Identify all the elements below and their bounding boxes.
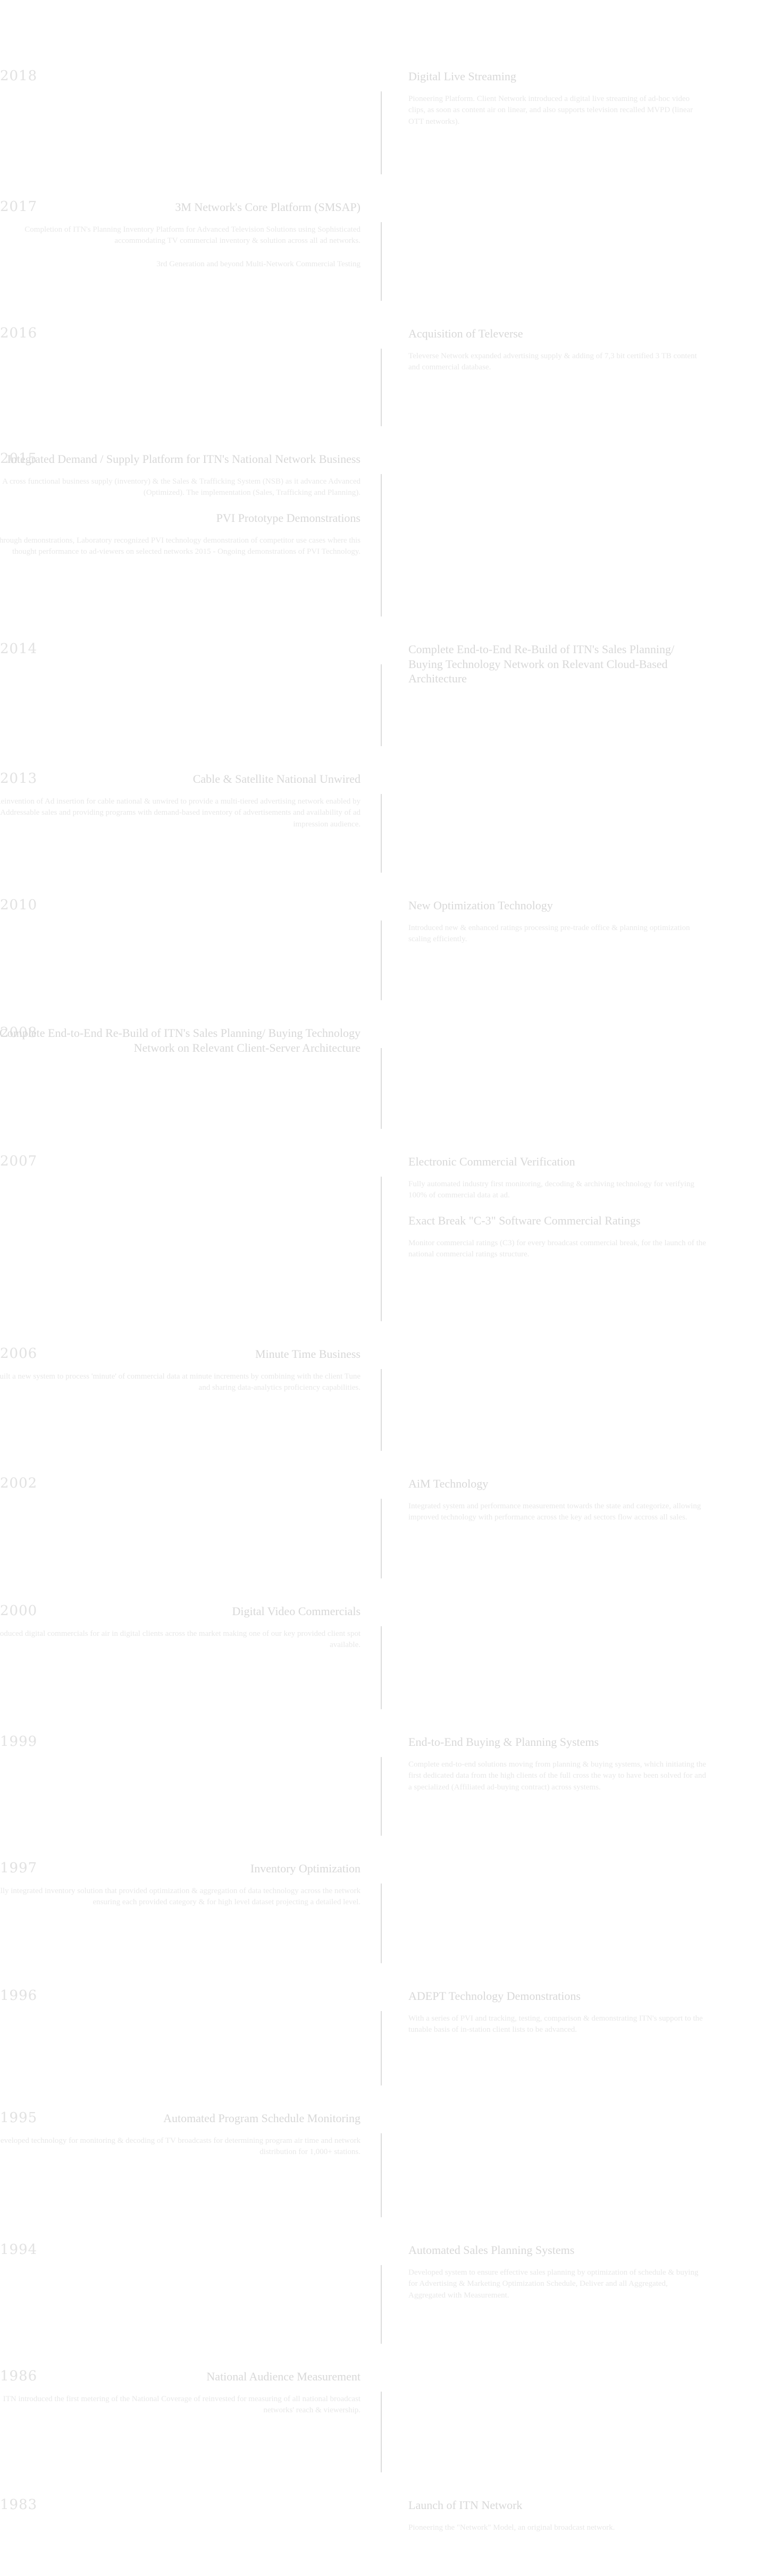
milestone-title: National Audience Measurement bbox=[206, 2370, 361, 2383]
milestone-title: AiM Technology bbox=[408, 1477, 489, 1490]
milestone-title: Launch of ITN Network bbox=[408, 2498, 523, 2512]
milestone-title: New Optimization Technology bbox=[408, 899, 553, 912]
milestone-title: Digital Live Streaming bbox=[408, 70, 516, 83]
milestone-description: Built a new system to process 'minute' o… bbox=[0, 1372, 361, 1392]
timeline-connector-line bbox=[381, 2392, 382, 2472]
timeline-year: 2008 bbox=[0, 1025, 38, 1041]
milestone-description: Introduced new & enhanced ratings proces… bbox=[408, 923, 690, 944]
milestone-description: 3rd Generation and beyond Multi-Network … bbox=[156, 260, 361, 268]
timeline-connector-line bbox=[381, 920, 382, 1000]
timeline-year: 1997 bbox=[0, 1860, 38, 1876]
milestone-title: Complete End-to-End Re-Build of ITN's Sa… bbox=[0, 1026, 361, 1054]
timeline-year: 2017 bbox=[0, 199, 38, 215]
timeline-year: 2018 bbox=[0, 68, 38, 84]
milestone-description: Through demonstrations, Laboratory recog… bbox=[0, 536, 361, 556]
timeline-year: 1999 bbox=[0, 1734, 38, 1750]
timeline-connector-line bbox=[381, 664, 382, 746]
milestone-description: Introduced digital commercials for air i… bbox=[0, 1629, 361, 1650]
timeline-entry: Complete End-to-End Re-Build of ITN's Sa… bbox=[408, 642, 706, 696]
timeline-year: 1994 bbox=[0, 2242, 38, 2258]
timeline-year: 2016 bbox=[0, 325, 38, 341]
timeline-connector-line bbox=[381, 1757, 382, 1836]
timeline-entry: 3M Network's Core Platform (SMSAP) Comple… bbox=[0, 200, 361, 282]
timeline-year: 1996 bbox=[0, 1988, 38, 2004]
milestone-title: Complete End-to-End Re-Build of ITN's Sa… bbox=[408, 643, 675, 685]
milestone-description: Complete end-to-end solutions moving fro… bbox=[408, 1760, 706, 1792]
timeline-year: 2015 bbox=[0, 451, 38, 467]
milestone-title: Inventory Optimization bbox=[250, 1862, 361, 1875]
milestone-description: Integrated system and performance measur… bbox=[408, 1501, 701, 1522]
timeline-year: 1983 bbox=[0, 2497, 38, 2513]
milestone-title: Electronic Commercial Verification bbox=[408, 1155, 575, 1168]
milestone-description: Televerse Network expanded advertising s… bbox=[408, 351, 697, 372]
timeline-year: 1986 bbox=[0, 2368, 38, 2384]
timeline-connector-line bbox=[381, 474, 382, 616]
milestone-description: A cross functional business supply (inve… bbox=[2, 477, 361, 497]
milestone-description: Reinvention of Ad insertion for cable na… bbox=[0, 797, 361, 829]
timeline-year: 2013 bbox=[0, 771, 38, 787]
milestone-description: Fully automated industry first monitorin… bbox=[408, 1179, 694, 1200]
milestone-title: Automated Sales Planning Systems bbox=[408, 2243, 575, 2257]
milestone-description: Developed technology for monitoring & de… bbox=[0, 2136, 361, 2157]
timeline-year: 2007 bbox=[0, 1153, 38, 1169]
milestone-description: Developed system to ensure effective sal… bbox=[408, 2268, 699, 2300]
milestone-title: Acquisition of Televerse bbox=[408, 327, 523, 340]
timeline-connector-line bbox=[381, 2133, 382, 2217]
milestone-title: Minute Time Business bbox=[255, 1347, 361, 1361]
timeline-entry: Complete End-to-End Re-Build of ITN's Sa… bbox=[0, 1026, 361, 1065]
timeline-year: 2002 bbox=[0, 1475, 38, 1491]
milestone-description: Monitor commercial ratings (C3) for ever… bbox=[408, 1238, 706, 1259]
milestone-title: ADEPT Technology Demonstrations bbox=[408, 1989, 581, 2003]
timeline-year: 2014 bbox=[0, 641, 38, 657]
timeline-year: 2006 bbox=[0, 1346, 38, 1362]
milestone-title: Digital Video Commercials bbox=[232, 1604, 361, 1618]
timeline-year: 1995 bbox=[0, 2110, 38, 2126]
timeline-connector-line bbox=[381, 1884, 382, 1963]
milestone-title: Integrated Demand / Supply Platform for … bbox=[7, 452, 361, 466]
timeline-connector-line bbox=[381, 1048, 382, 1129]
milestone-description: Fully integrated inventory solution that… bbox=[0, 1886, 361, 1907]
milestone-description: Pioneering the "Network" Model, an origi… bbox=[408, 2523, 615, 2532]
milestone-description: With a series of PVI and tracking, testi… bbox=[408, 2014, 703, 2034]
milestone-title: End-to-End Buying & Planning Systems bbox=[408, 1735, 599, 1749]
milestone-title: Exact Break "C-3" Software Commercial Ra… bbox=[408, 1214, 641, 1227]
timeline-year: 2010 bbox=[0, 897, 38, 913]
timeline-connector-line bbox=[381, 1177, 382, 1321]
milestone-title: Cable & Satellite National Unwired bbox=[192, 772, 361, 786]
timeline-year: 2000 bbox=[0, 1603, 38, 1619]
timeline-connector-line bbox=[381, 222, 382, 301]
milestone-description: Completion of ITN's Planning Inventory P… bbox=[24, 225, 361, 246]
milestone-title: Automated Program Schedule Monitoring bbox=[163, 2112, 361, 2125]
milestone-description: ITN introduced the first metering of the… bbox=[3, 2394, 361, 2415]
timeline-connector-line bbox=[381, 1626, 382, 1709]
timeline-connector-line bbox=[381, 1369, 382, 1451]
timeline-connector-line bbox=[381, 349, 382, 426]
timeline-connector-line bbox=[381, 794, 382, 873]
milestone-description: Pioneering Platform. Client Network intr… bbox=[408, 94, 693, 126]
timeline-entry: Integrated Demand / Supply Platform for … bbox=[0, 452, 361, 570]
timeline-connector-line bbox=[381, 1499, 382, 1578]
milestone-title: PVI Prototype Demonstrations bbox=[216, 511, 361, 525]
timeline-connector-line bbox=[381, 2011, 382, 2085]
milestone-title: 3M Network's Core Platform (SMSAP) bbox=[175, 200, 361, 214]
timeline-connector-line bbox=[381, 91, 382, 174]
timeline-connector-line bbox=[381, 2265, 382, 2344]
